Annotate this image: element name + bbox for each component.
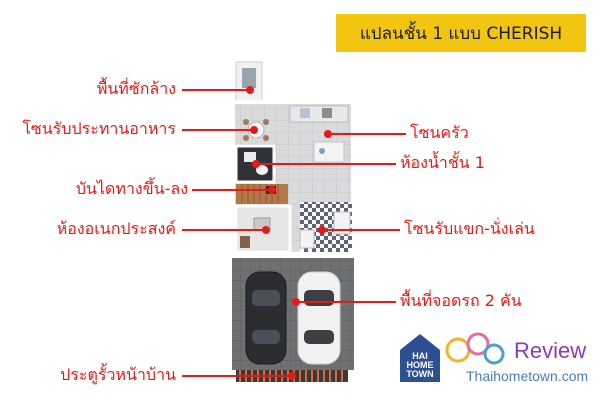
right-leader-lines [252, 130, 406, 306]
toilet [256, 165, 268, 175]
multipurpose-furniture [240, 236, 250, 248]
label-bathroom: ห้องน้ำชั้น 1 [400, 153, 485, 172]
watermark-site: Thaihometown.com [466, 368, 589, 384]
label-gate: ประตูรั้วหน้าบ้าน [60, 365, 176, 384]
dining-chair [243, 119, 249, 125]
armchair [333, 211, 351, 235]
dining-chair [263, 135, 269, 141]
car-dark [245, 271, 287, 365]
smile-face-icon-2 [466, 332, 490, 356]
label-stairs: บันไดทางขึ้น-ลง [75, 179, 188, 198]
watermark-review: Review [514, 338, 587, 363]
sofa [299, 229, 315, 249]
label-multipurpose: ห้องอเนกประสงค์ [56, 219, 176, 238]
smile-face-icon-3 [483, 343, 505, 365]
car-white-rear-window [304, 330, 334, 344]
watermark-logo-text: HAI HOME TOWN [406, 351, 434, 379]
car-white-windshield [304, 290, 334, 306]
plan-title: แปลนชั้น 1 แบบ CHERISH [359, 23, 563, 44]
car-white [297, 271, 341, 365]
smile-face-icon [445, 337, 471, 363]
left-leader-lines [182, 86, 296, 380]
label-parking: พื้นที่จอดรถ 2 คัน [400, 291, 522, 310]
label-laundry: พื้นที่ซักล้าง [96, 79, 176, 98]
label-living: โซนรับแขก-นั่งเล่น [404, 219, 535, 238]
kitchen-counter [289, 105, 349, 123]
label-dining: โซนรับประทานอาหาร [22, 119, 176, 138]
car-dark-windshield [252, 290, 280, 306]
kitchen-sink [300, 108, 310, 118]
dining-chair [263, 119, 269, 125]
label-kitchen: โซนครัว [410, 123, 469, 142]
house-logo-icon [400, 334, 440, 382]
plan-title-box: แปลนชั้น 1 แบบ CHERISH [336, 14, 586, 52]
car-dark-rear-window [252, 330, 280, 344]
watermark-logo [400, 332, 505, 382]
dining-chair [243, 135, 249, 141]
kitchen-stove [322, 108, 332, 118]
stairs [236, 184, 288, 204]
laundry-sink [242, 68, 256, 88]
island-item [319, 148, 325, 154]
kitchen-island [313, 141, 345, 163]
bathroom-sink [244, 152, 256, 162]
